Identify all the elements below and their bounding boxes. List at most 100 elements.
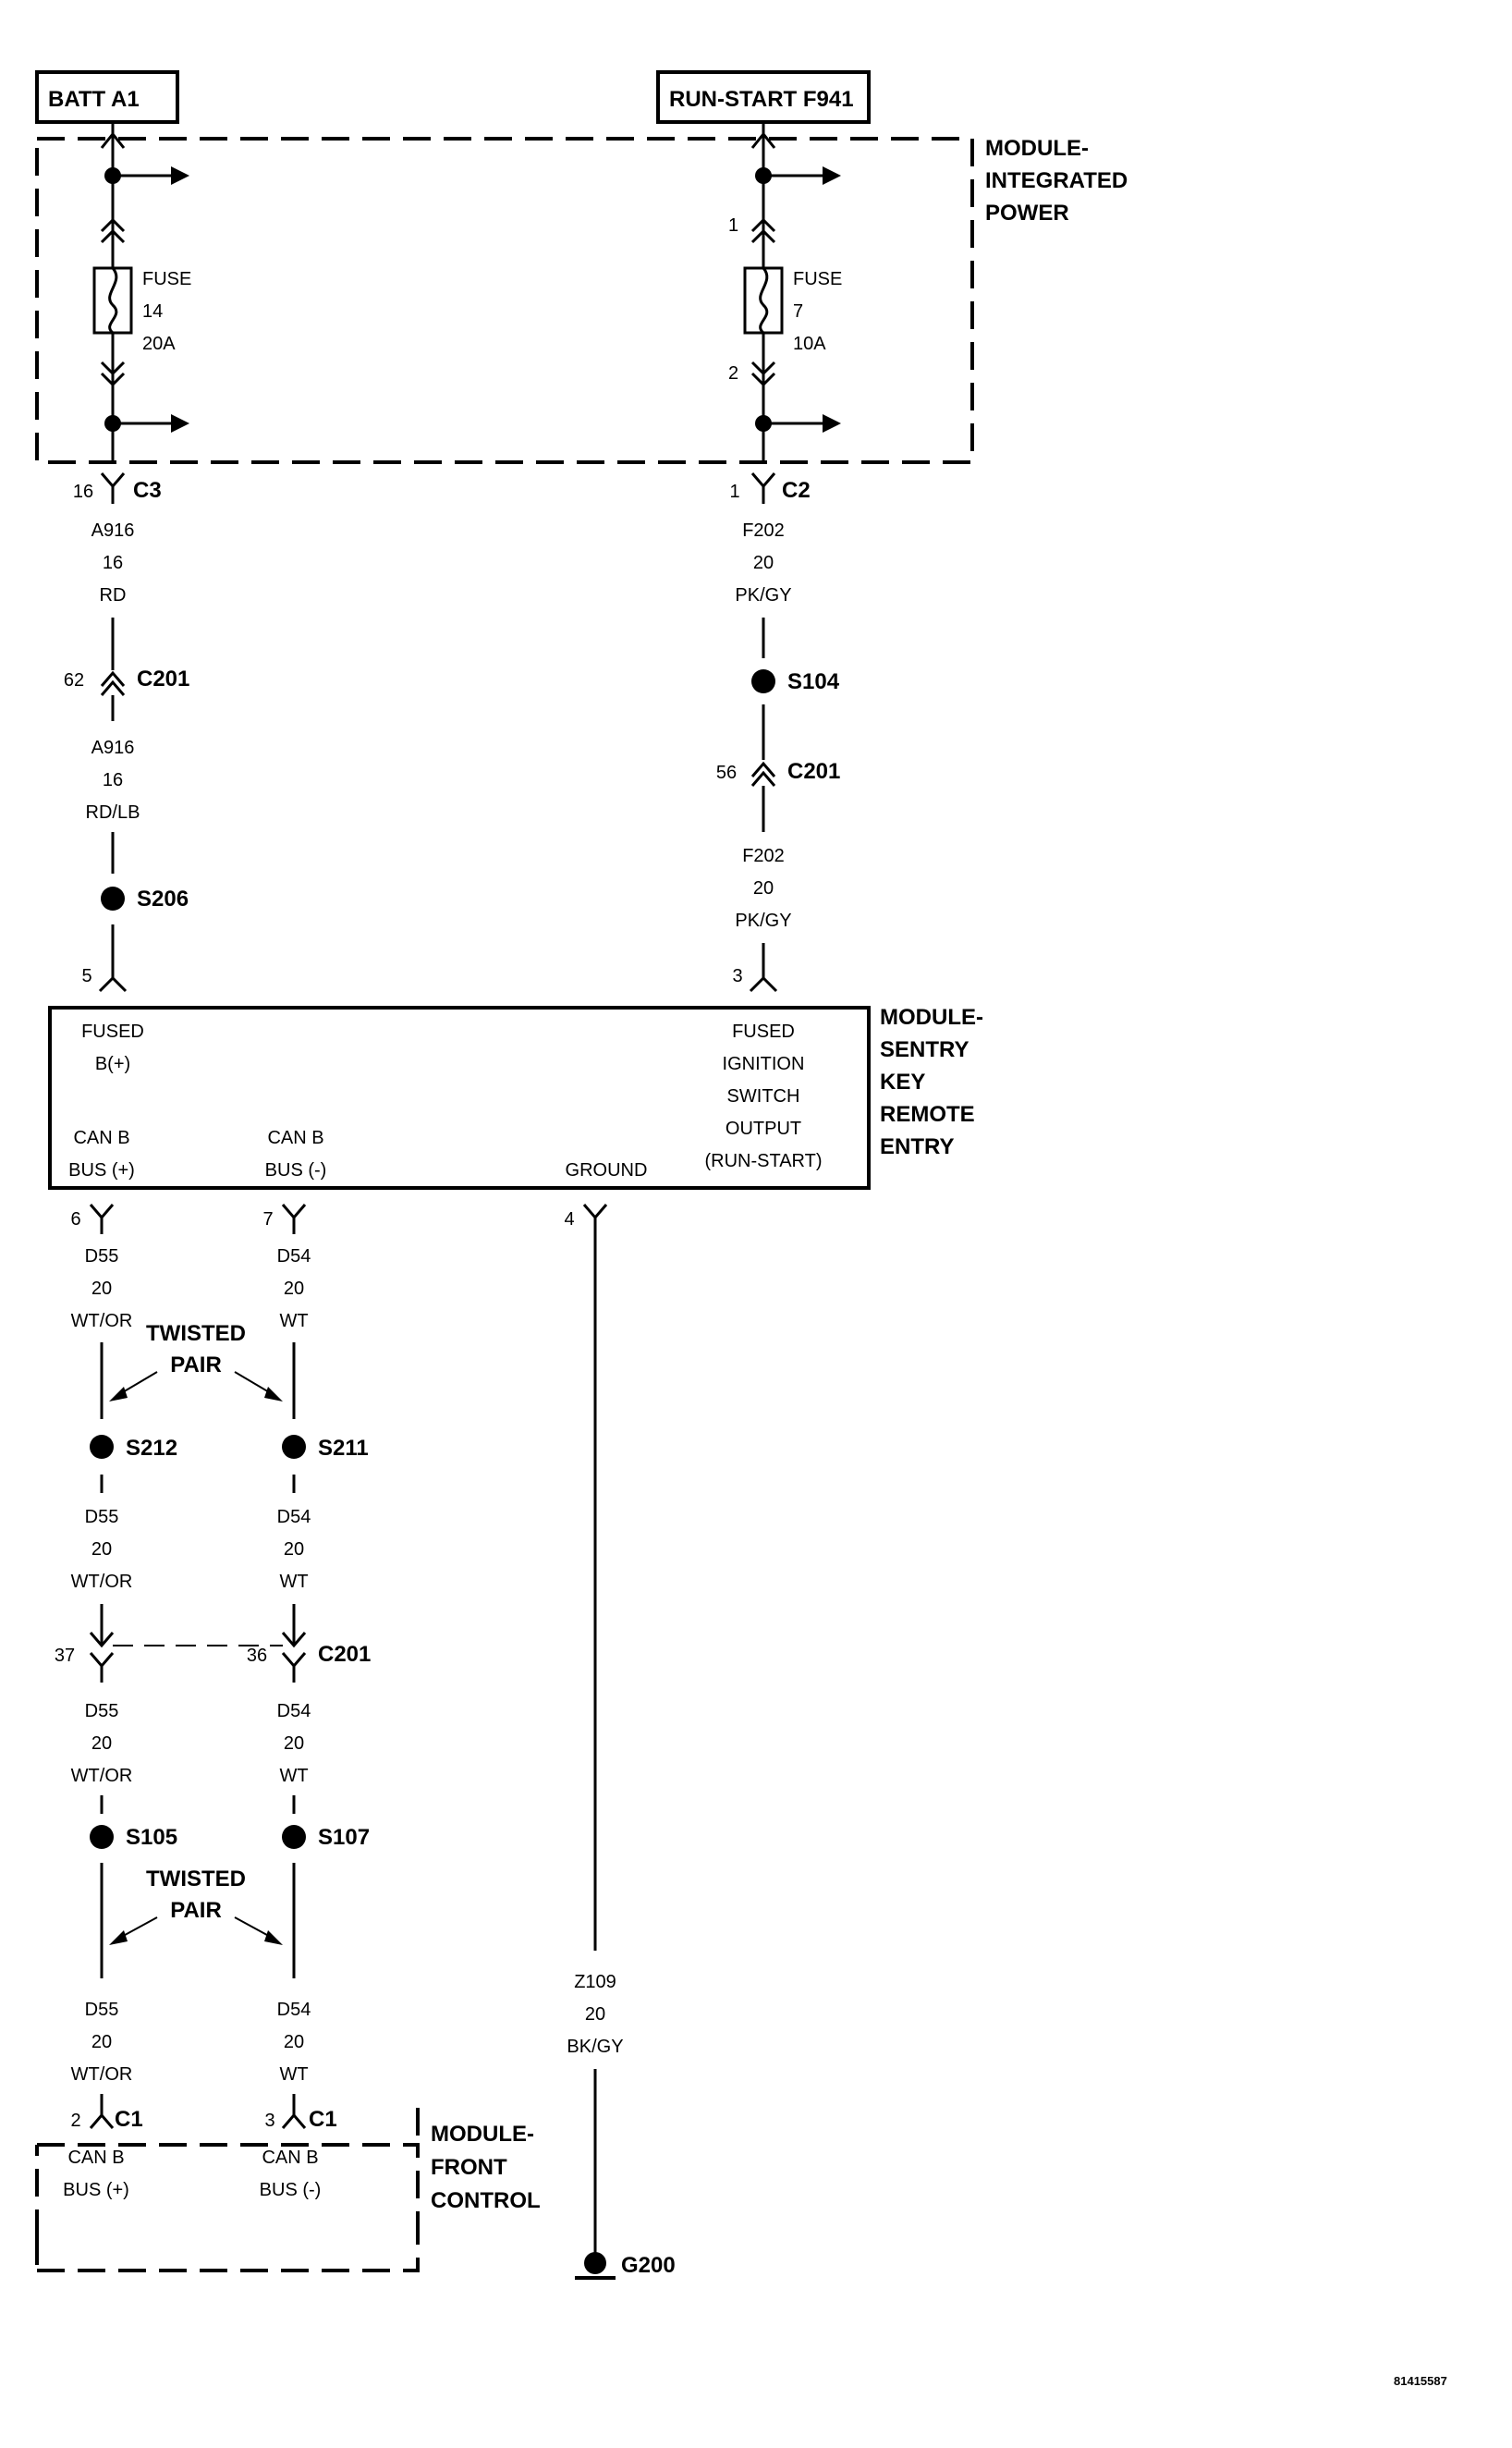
- twisted-pair-upper: TWISTED PAIR: [109, 1321, 283, 1401]
- skre-can-minus-2: BUS (-): [265, 1160, 327, 1181]
- fuse-7-symbol: [743, 266, 784, 335]
- g200-label: G200: [621, 2253, 676, 2278]
- d54-1-circuit: D54: [277, 1246, 311, 1267]
- c201-pin-56: 56: [716, 763, 737, 783]
- z109-gauge: 20: [585, 2004, 605, 2025]
- skre-label-4: REMOTE: [880, 1102, 975, 1127]
- skre-fused-ign-4: OUTPUT: [726, 1119, 801, 1139]
- skre-pin-3: 3: [732, 966, 742, 986]
- fuse-7-pin-2: 2: [728, 363, 738, 384]
- batt-path: 16 C3 A916 16 RD 62 C201 A916 16 RD/LB S…: [64, 472, 189, 993]
- d55-4-color: WT/OR: [71, 2064, 133, 2085]
- f202-a-circuit: F202: [742, 520, 785, 541]
- c201-c-name: C201: [318, 1642, 371, 1667]
- ipm-label-1: MODULE-: [985, 136, 1089, 161]
- fuse-14-label: FUSE: [142, 269, 191, 289]
- s206-splice: [101, 887, 125, 911]
- run-start-f941-source: RUN-START F941: [656, 70, 871, 124]
- c3-name: C3: [133, 478, 162, 503]
- d54-3-circuit: D54: [277, 1701, 311, 1721]
- batt-a1-source: BATT A1: [35, 70, 179, 124]
- fuse-7-pin-1: 1: [728, 215, 738, 236]
- s206-label: S206: [137, 887, 189, 912]
- can-b-minus-path: 7 D54 20 WT S211 D54 20 WT 36 C201 D54 2…: [247, 1204, 371, 2132]
- d54-3-gauge: 20: [284, 1733, 304, 1754]
- s211-splice: [282, 1435, 306, 1459]
- skre-fused-b-2: B(+): [95, 1054, 130, 1074]
- d55-1-gauge: 20: [91, 1279, 112, 1299]
- s105-splice: [90, 1825, 114, 1849]
- a916-rdlb-color: RD/LB: [86, 802, 140, 823]
- fcm-label-1: MODULE-: [431, 2122, 534, 2147]
- d54-2-gauge: 20: [284, 1539, 304, 1560]
- c201-pin-37: 37: [55, 1646, 75, 1666]
- c3-pin: 16: [73, 482, 93, 502]
- fuse-7-label: FUSE: [793, 269, 842, 289]
- skre-pin-6: 6: [70, 1209, 80, 1230]
- f202-b-gauge: 20: [753, 878, 774, 899]
- skre-fused-ign-1: FUSED: [732, 1022, 795, 1042]
- c1-left-pin: 2: [70, 2111, 80, 2131]
- fuse-7-branch: 1 2 FUSE 7 10A: [728, 122, 842, 462]
- d54-4-gauge: 20: [284, 2032, 304, 2052]
- ipm-label-3: POWER: [985, 201, 1069, 226]
- s104-splice: [751, 669, 775, 693]
- skre-fused-ign-3: SWITCH: [727, 1086, 800, 1107]
- c1-left-name: C1: [115, 2107, 143, 2132]
- s104-label: S104: [787, 669, 840, 694]
- twisted-pair-lower: TWISTED PAIR: [109, 1867, 283, 1945]
- d55-2-circuit: D55: [85, 1507, 119, 1527]
- z109-color: BK/GY: [567, 2037, 623, 2057]
- g200-ground-symbol: [584, 2252, 606, 2274]
- run-start-path: 1 C2 F202 20 PK/GY S104 56 C201 F202 20 …: [716, 472, 840, 993]
- c201-a-name: C201: [137, 667, 189, 692]
- batt-a1-label: BATT A1: [48, 87, 140, 112]
- twisted-pair-upper-1: TWISTED: [146, 1321, 246, 1346]
- skre-fused-ign-5: (RUN-START): [704, 1151, 822, 1171]
- d54-3-color: WT: [279, 1766, 308, 1786]
- f202-a-color: PK/GY: [735, 585, 791, 606]
- s211-label: S211: [318, 1436, 369, 1461]
- skre-label-3: KEY: [880, 1070, 925, 1095]
- skre-can-plus-2: BUS (+): [68, 1160, 135, 1181]
- d55-1-color: WT/OR: [71, 1311, 133, 1331]
- fcm-can-minus-1: CAN B: [262, 2148, 318, 2168]
- d54-4-color: WT: [279, 2064, 308, 2085]
- a916-circuit: A916: [91, 520, 135, 541]
- d54-1-gauge: 20: [284, 1279, 304, 1299]
- c1-right-pin: 3: [264, 2111, 274, 2131]
- skre-ground-label: GROUND: [566, 1160, 648, 1181]
- d55-4-gauge: 20: [91, 2032, 112, 2052]
- run-start-label: RUN-START F941: [669, 87, 854, 112]
- module-integrated-power: MODULE- INTEGRATED POWER: [35, 136, 1128, 464]
- fuse-7-rating: 10A: [793, 334, 826, 354]
- skre-fused-ign-2: IGNITION: [723, 1054, 805, 1074]
- fcm-can-plus-2: BUS (+): [63, 2180, 129, 2200]
- fcm-label-2: FRONT: [431, 2155, 507, 2180]
- d55-4-circuit: D55: [85, 2000, 119, 2020]
- skre-pin-4: 4: [564, 1209, 574, 1230]
- a916-rdlb-circuit: A916: [91, 738, 135, 758]
- a916-gauge: 16: [103, 553, 123, 573]
- d54-2-circuit: D54: [277, 1507, 311, 1527]
- twisted-pair-upper-2: PAIR: [170, 1353, 222, 1377]
- a916-color: RD: [100, 585, 127, 606]
- fuse-14-rating: 20A: [142, 334, 176, 354]
- fuse-14-branch: FUSE 14 20A: [92, 122, 191, 462]
- s107-splice: [282, 1825, 306, 1849]
- skre-label-1: MODULE-: [880, 1005, 983, 1030]
- ground-path: 4 Z109 20 BK/GY G200: [564, 1204, 676, 2280]
- d54-1-color: WT: [279, 1311, 308, 1331]
- skre-can-minus-1: CAN B: [267, 1128, 323, 1148]
- s105-label: S105: [126, 1825, 177, 1850]
- skre-can-plus-1: CAN B: [73, 1128, 129, 1148]
- a916-rdlb-gauge: 16: [103, 770, 123, 790]
- module-sentry-key-remote-entry: FUSED B(+) FUSED IGNITION SWITCH OUTPUT …: [48, 1005, 983, 1190]
- f202-b-color: PK/GY: [735, 911, 791, 931]
- f202-b-circuit: F202: [742, 846, 785, 866]
- ipm-label-2: INTEGRATED: [985, 168, 1128, 193]
- module-front-control: CAN B BUS (+) CAN B BUS (-) MODULE- FRON…: [35, 2108, 541, 2272]
- fcm-label-3: CONTROL: [431, 2188, 541, 2213]
- twisted-pair-lower-2: PAIR: [170, 1898, 222, 1923]
